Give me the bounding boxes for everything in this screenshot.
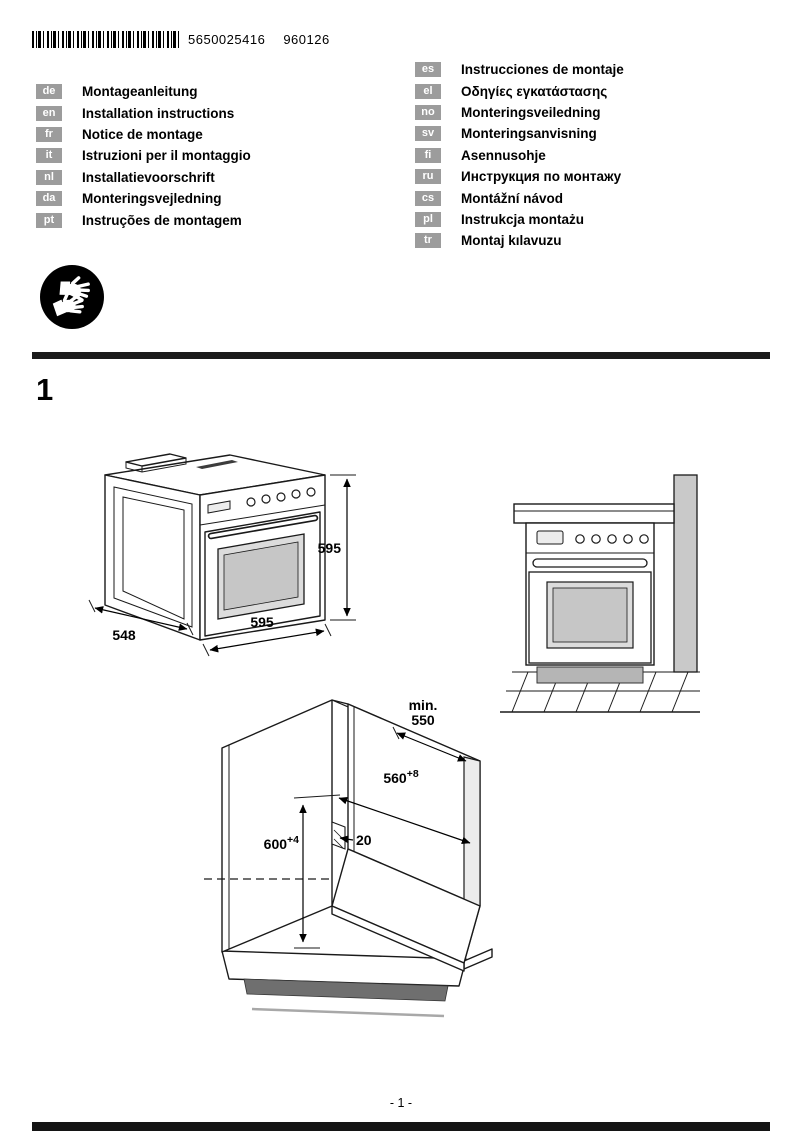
language-label: Montaj kılavuzu [461, 233, 562, 249]
installation-figure: 595 548 595 [88, 453, 700, 1018]
language-label: Istruzioni per il montaggio [82, 148, 251, 164]
cabinet-niche-drawing: min. 550 560+8 600+4 20 [204, 697, 493, 1018]
oven-knob [291, 489, 301, 499]
language-code-badge: de [36, 84, 62, 100]
barcode-row: 5650025416 960126 [32, 31, 348, 48]
language-label: Monteringsanvisning [461, 126, 597, 142]
dimension-rail: 20 [356, 832, 372, 848]
dimension-niche-width: 560+8 [383, 768, 418, 786]
section-number: 1 [36, 372, 54, 407]
language-label: Instruções de montagem [82, 212, 242, 228]
oven-knob [639, 534, 649, 544]
barcode [32, 31, 180, 48]
oven-knob [276, 492, 286, 502]
language-row: fi Asennusohje [415, 145, 624, 166]
oven-knob [607, 534, 617, 544]
language-label: Instrucciones de montaje [461, 62, 624, 78]
oven-knob [261, 494, 271, 504]
language-row: pl Instrukcja montażu [415, 209, 624, 230]
language-row: it Istruzioni per il montaggio [36, 145, 251, 166]
language-code-badge: nl [36, 169, 62, 185]
oven-knob [306, 487, 316, 497]
language-code-badge: da [36, 191, 62, 207]
language-label: Инструкция по монтажу [461, 169, 622, 185]
oven-display [536, 530, 564, 545]
section-divider [32, 352, 770, 359]
oven-door-handle [532, 558, 648, 568]
language-row: da Monteringsvejledning [36, 188, 251, 209]
cabinet-kick-plate [243, 978, 449, 1002]
oven-knob [591, 534, 601, 544]
language-code-badge: no [415, 104, 441, 120]
language-code-badge: pl [415, 211, 441, 227]
language-code-badge: it [36, 148, 62, 164]
wall [673, 474, 698, 673]
language-code-badge: ru [415, 169, 441, 185]
language-code-badge: fr [36, 126, 62, 142]
language-row: sv Monteringsanvisning [415, 123, 624, 144]
language-label: Montážní návod [461, 190, 563, 206]
page-number: - 1 - [389, 1096, 413, 1110]
language-code-badge: cs [415, 190, 441, 206]
language-row: ru Инструкция по монтажу [415, 166, 624, 187]
language-label: Installatievoorschrift [82, 169, 215, 185]
language-row: de Montageanleitung [36, 81, 251, 102]
mounting-rail [331, 821, 346, 850]
oven-display [207, 500, 231, 514]
worktop [513, 503, 675, 524]
language-list-right: es Instrucciones de montaje el Οδηγίες εγκα… [415, 59, 624, 252]
oven-top-slot [196, 460, 238, 469]
cabinet-base [221, 950, 467, 987]
dimension-niche-height: 600+4 [264, 834, 299, 852]
language-row: en Installation instructions [36, 102, 251, 123]
language-code-badge: en [36, 105, 62, 121]
language-label: Monteringsveiledning [461, 104, 601, 120]
dimension-oven-width: 595 [250, 614, 274, 630]
language-label: Montageanleitung [82, 84, 198, 100]
language-code-badge: tr [415, 233, 441, 249]
dimension-min-depth: 550 [411, 712, 435, 728]
language-label: Asennusohje [461, 147, 546, 163]
language-code-badge: fi [415, 147, 441, 163]
language-row: fr Notice de montage [36, 124, 251, 145]
print-code: 960126 [283, 32, 330, 47]
language-row: es Instrucciones de montaje [415, 59, 624, 80]
language-list-left: de Montageanleitung en Installation instruc… [36, 81, 251, 231]
oven-installed-drawing [500, 474, 700, 713]
language-row: el Οδηγίες εγκατάστασης [415, 80, 624, 101]
language-code-badge: pt [36, 212, 62, 228]
barcode-text: 5650025416 960126 [188, 32, 348, 47]
oven-knob [575, 534, 585, 544]
language-row: cs Montážní návod [415, 187, 624, 208]
plinth [536, 666, 644, 684]
oven-isometric-drawing: 595 548 595 [88, 453, 356, 657]
language-row: tr Montaj kılavuzu [415, 230, 624, 251]
dimension-min-label: min. [409, 697, 438, 713]
language-label: Monteringsvejledning [82, 191, 222, 207]
oven-knob [246, 497, 256, 507]
language-label: Notice de montage [82, 126, 203, 142]
language-label: Οδηγίες εγκατάστασης [461, 83, 608, 99]
language-row: no Monteringsveiledning [415, 102, 624, 123]
language-label: Installation instructions [82, 105, 235, 121]
barcode-number: 5650025416 [188, 32, 266, 47]
dimension-oven-depth: 548 [112, 627, 136, 643]
cabinet-side-panel [221, 699, 333, 953]
protective-gloves-icon [38, 263, 106, 331]
language-code-badge: el [415, 83, 441, 99]
language-row: nl Installatievoorschrift [36, 167, 251, 188]
language-label: Instrukcja montażu [461, 211, 585, 227]
dimension-oven-height: 595 [318, 540, 342, 556]
language-row: pt Instruções de montagem [36, 209, 251, 230]
bottom-bar [32, 1122, 770, 1131]
oven-knob [623, 534, 633, 544]
language-code-badge: sv [415, 126, 441, 142]
language-code-badge: es [415, 62, 441, 78]
